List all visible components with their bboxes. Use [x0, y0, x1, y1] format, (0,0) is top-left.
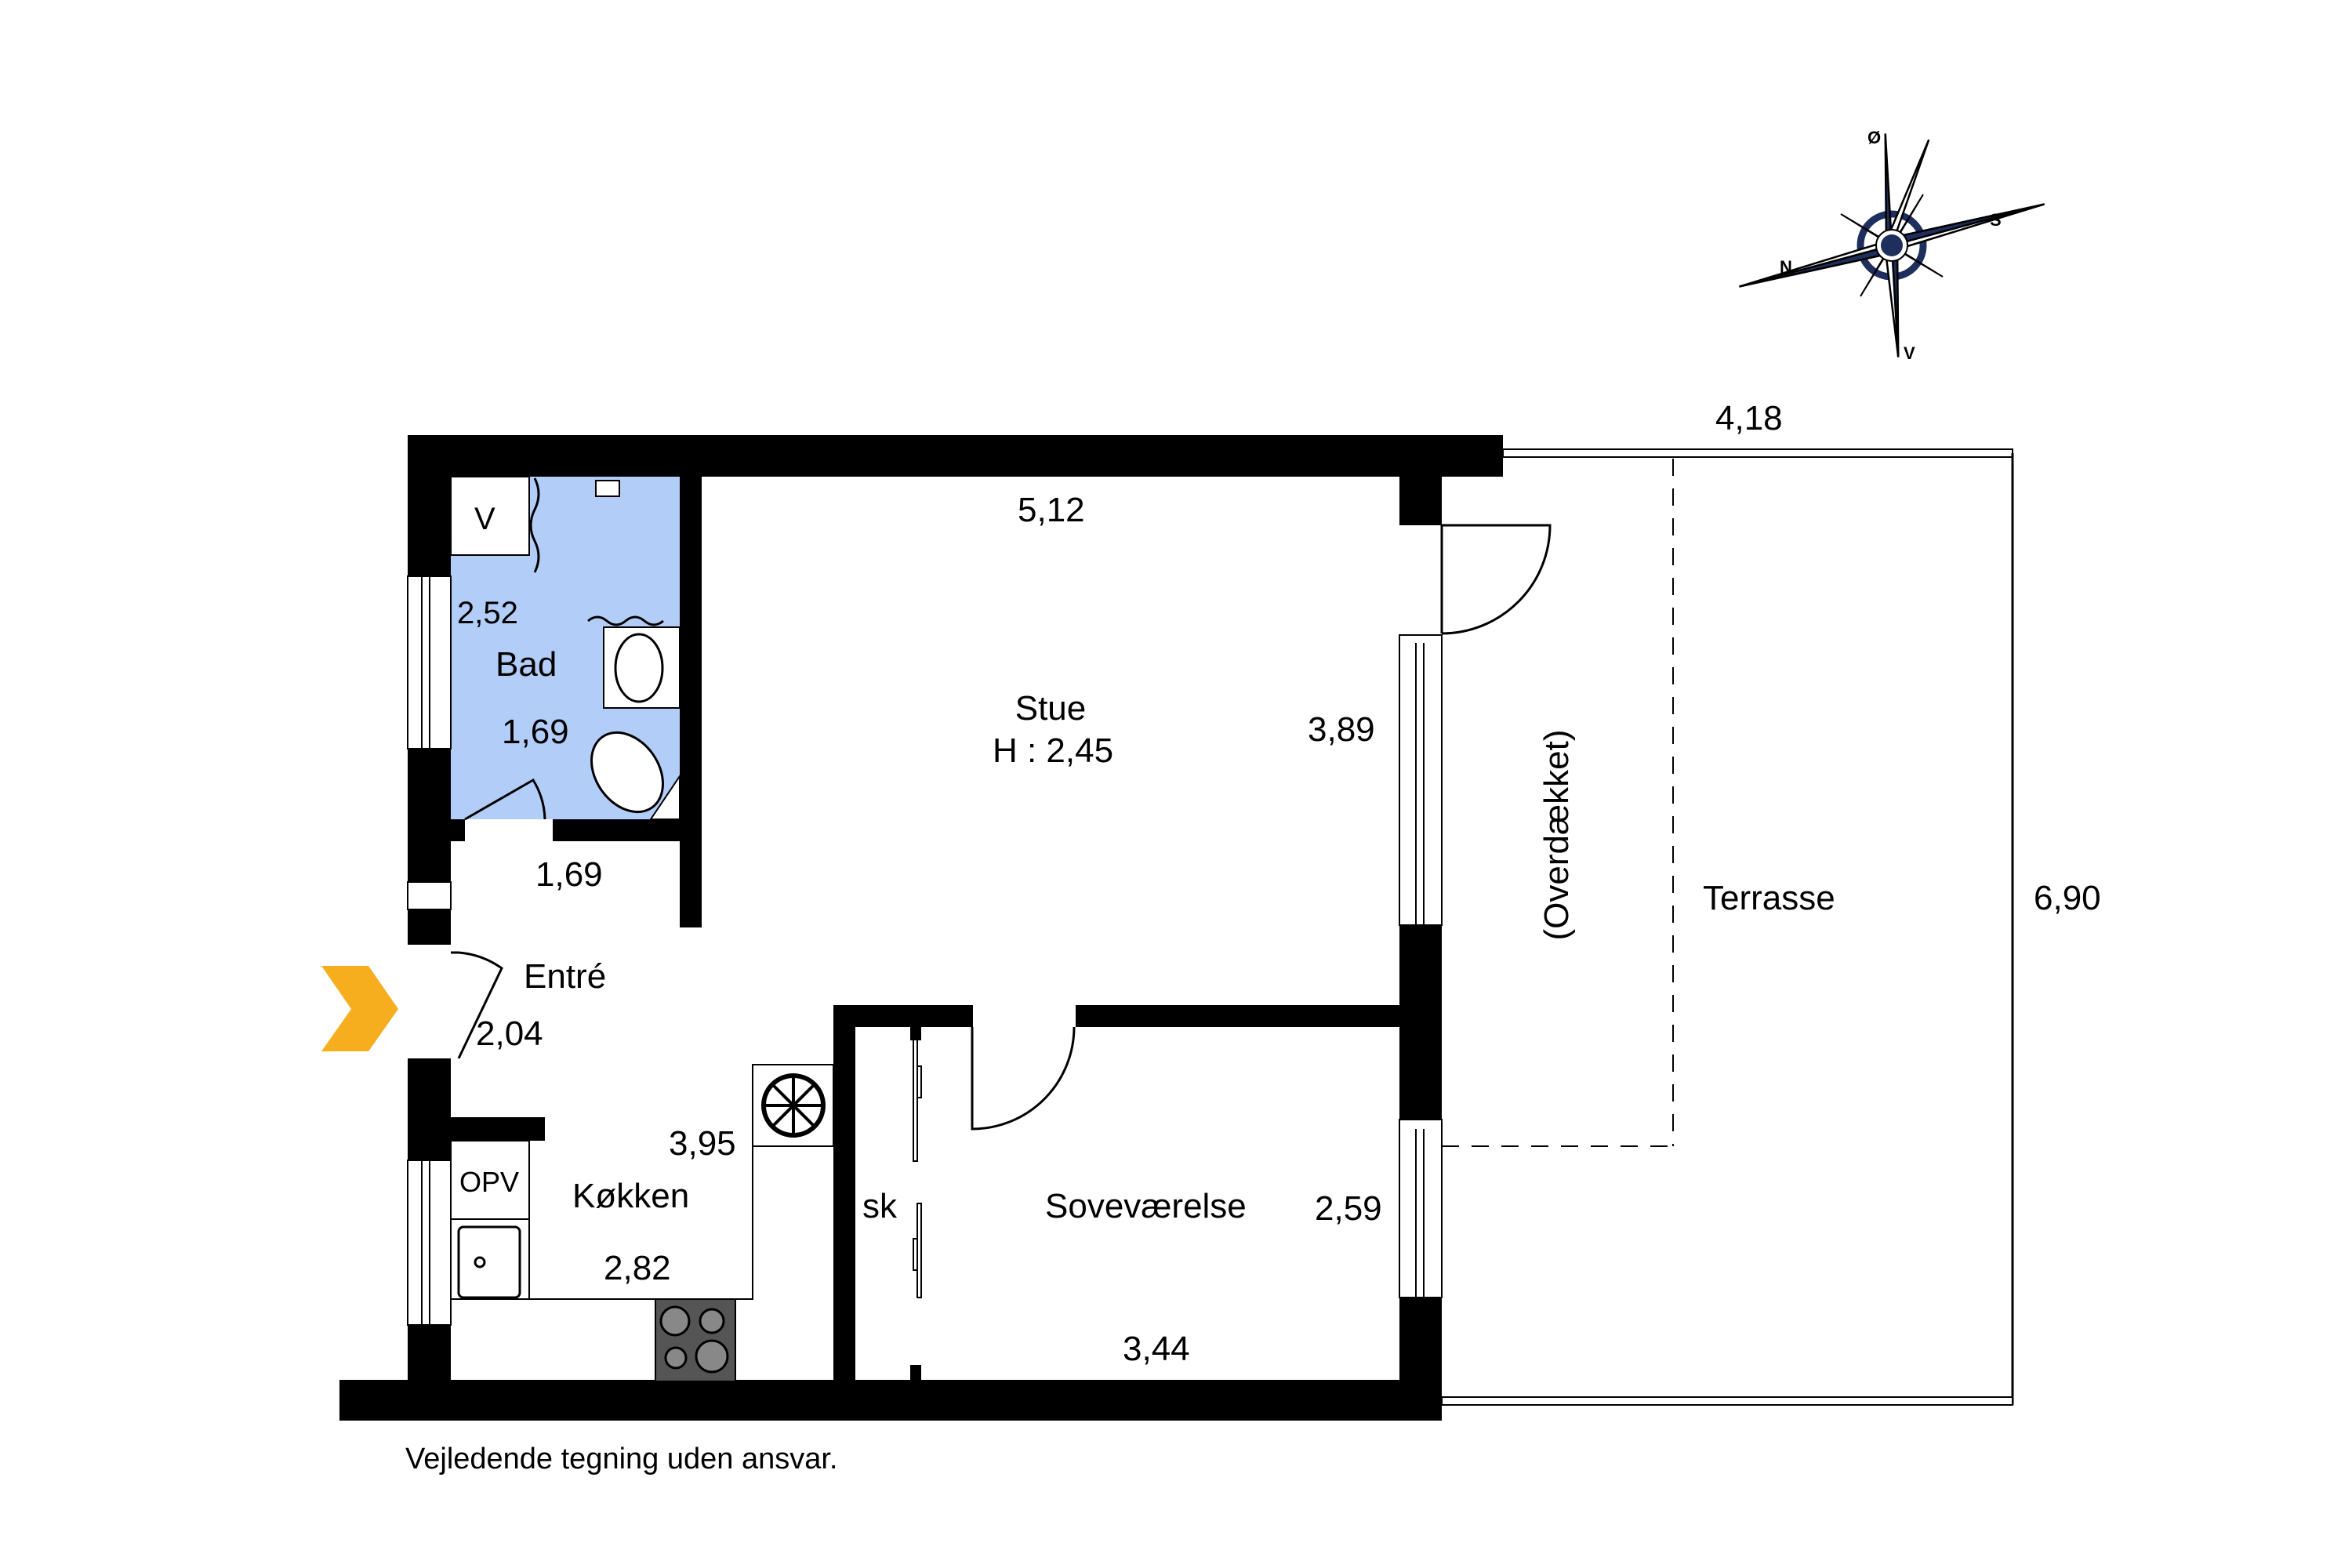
compass-east-label: Ø	[1867, 128, 1881, 147]
terrasse-covered-label: (Overdækket)	[1537, 730, 1576, 941]
wardrobe-sliding-doors	[910, 1023, 922, 1382]
terrasse-room-name: Terrasse	[1703, 879, 1835, 917]
disclaimer-text: Vejledende tegning uden ansvar.	[405, 1443, 837, 1475]
entre-dim-a: 1,69	[535, 855, 603, 894]
toilet-icon	[590, 731, 664, 814]
bath-door-swing	[464, 778, 546, 821]
stue-height-label: H : 2,45	[993, 731, 1113, 770]
compass-north-label: N	[1780, 257, 1792, 277]
sovevaerelse-dim-a: 2,59	[1315, 1189, 1382, 1228]
terrasse-dim-width: 4,18	[1715, 399, 1783, 437]
bath-fixture-label: V	[474, 502, 495, 536]
kitchen-fixtures	[450, 1064, 834, 1382]
entrance-door-swing	[451, 951, 503, 1059]
walls	[339, 435, 1503, 1421]
compass-south-label: S	[1990, 210, 2002, 230]
compass-rose-icon	[1739, 133, 2045, 358]
stue-room-name: Stue	[1015, 689, 1087, 728]
closet-label: sk	[862, 1187, 898, 1225]
kokken-dim-a: 3,95	[669, 1124, 736, 1163]
towel-rail-icon	[587, 615, 664, 626]
stue-dim-a: 5,12	[1018, 491, 1085, 529]
washer-box	[450, 476, 530, 556]
terrace-door-swing	[1441, 524, 1552, 635]
kitchen-fixture-label: OPV	[459, 1166, 519, 1198]
entre-room-name: Entré	[524, 957, 606, 996]
doors	[451, 524, 1552, 1131]
stue-dim-b: 3,89	[1308, 710, 1375, 749]
windows	[407, 575, 1443, 1326]
bad-dim-a: 2,52	[457, 596, 518, 630]
entre-dim-b: 2,04	[476, 1014, 543, 1053]
kokken-dim-b: 2,82	[604, 1249, 671, 1287]
kokken-room-name: Køkken	[572, 1177, 689, 1215]
terrasse-dim-depth: 6,90	[2034, 879, 2101, 917]
sovevaerelse-room-name: Soveværelse	[1045, 1187, 1247, 1225]
entrance-arrow-icon	[321, 966, 398, 1051]
compass-west-label: V	[1904, 343, 1915, 363]
bedroom-door-swing	[971, 1026, 1076, 1131]
bad-dim-b: 1,69	[502, 713, 569, 751]
shower-head-icon	[595, 480, 620, 497]
shower-curtain-icon	[529, 477, 540, 573]
bad-room-name: Bad	[495, 645, 557, 684]
kitchen-counter	[528, 1141, 753, 1300]
sovevaerelse-dim-b: 3,44	[1123, 1330, 1190, 1368]
bath-fixtures	[450, 476, 681, 820]
kitchen-sink-icon	[457, 1225, 521, 1299]
